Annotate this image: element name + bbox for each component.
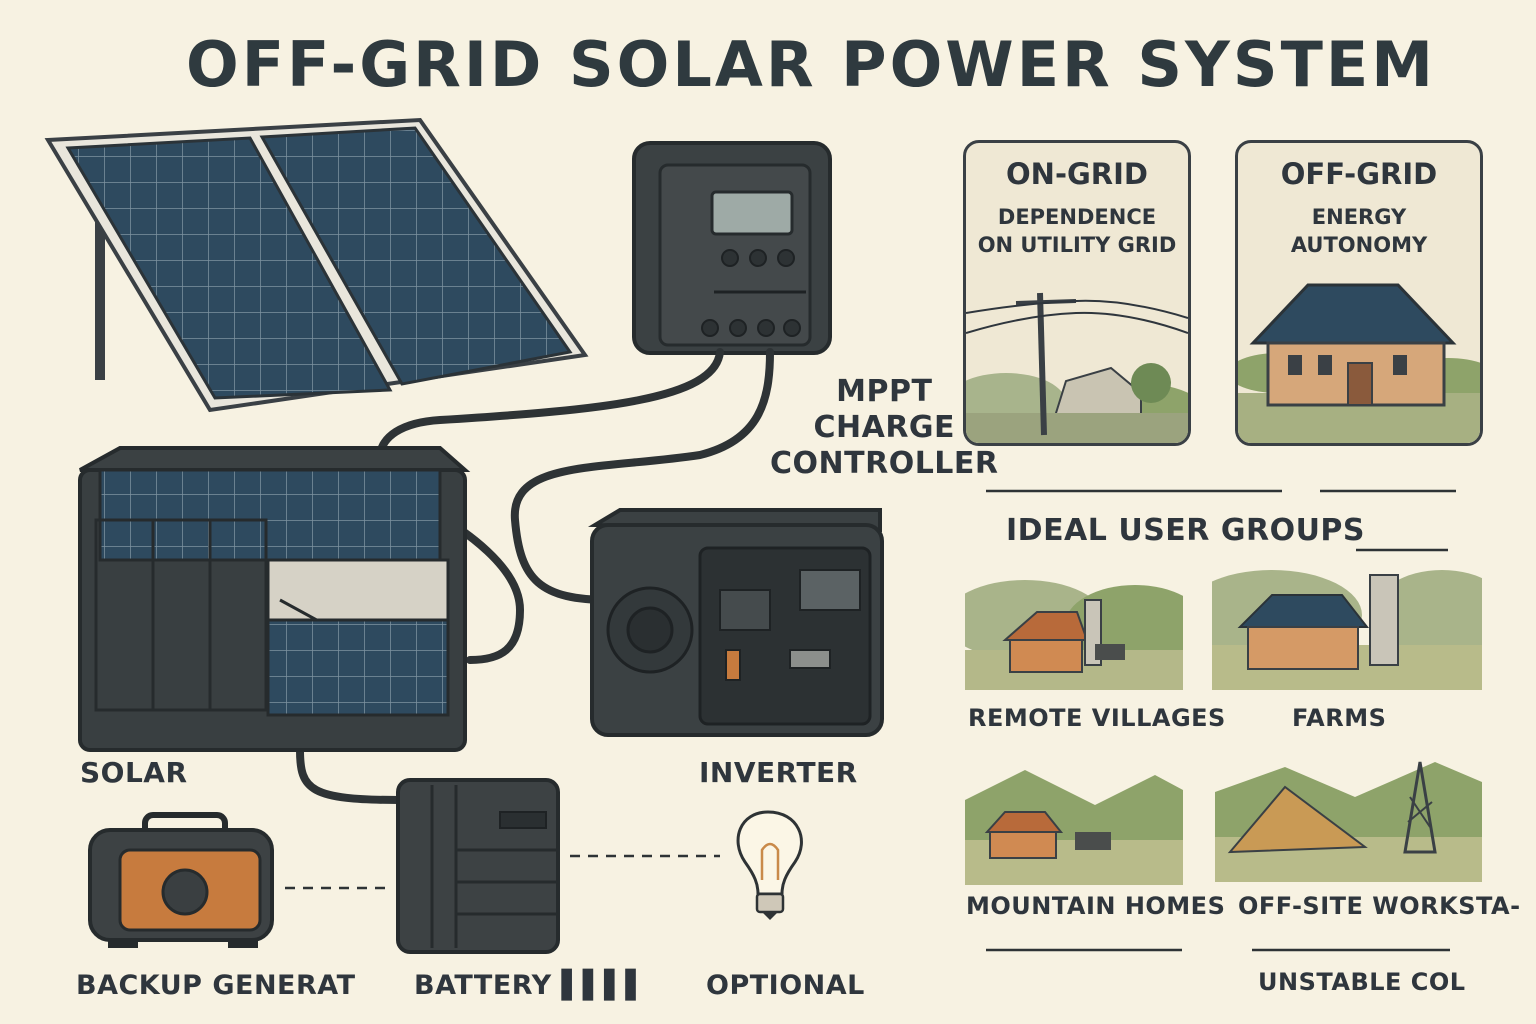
solar-label: SOLAR [80,756,188,789]
page-title: OFF-GRID SOLAR POWER SYSTEM [186,28,1436,101]
remote-villages-image [945,570,1205,690]
light-bulb-icon [736,810,803,920]
on-grid-caption: DEPENDENCE ON UTILITY GRID [977,205,1177,257]
inverter-label: INVERTER [699,756,858,789]
inverter-device [587,508,884,737]
off-grid-heading: OFF-GRID [1280,157,1438,191]
on-grid-card: ON-GRID DEPENDENCE ON UTILITY GRID [963,140,1191,446]
solar-house-scene [1238,283,1480,443]
off-grid-caption: ENERGY AUTONOMY [1290,205,1428,257]
optional-label: OPTIONAL [706,970,865,1001]
farms-image [1182,565,1512,690]
backup-generator-device [88,812,274,948]
user-groups-footer: UNSTABLE COL [1258,968,1466,996]
backup-generator-label: BACKUP GENERAT [76,970,356,1001]
off-grid-card: OFF-GRID ENERGY AUTONOMY [1235,140,1483,446]
mountain-homes-image [965,760,1183,885]
user-groups-heading: IDEAL USER GROUPS [1006,513,1366,548]
user-group-label: OFF-SITE WORKSTA- [1238,892,1521,920]
user-group-label: REMOTE VILLAGES [968,704,1226,732]
battery-label: BATTERY ▌▌▌▌ [414,970,647,1001]
solar-panel-array [44,117,589,413]
charge-controller-label: MPPT CHARGE CONTROLLER [770,374,999,481]
off-site-workstations-image [1215,752,1482,882]
user-group-label: MOUNTAIN HOMES [966,892,1226,920]
utility-pole-scene [966,292,1188,443]
solar-battery-bank [78,446,471,752]
user-group-label: FARMS [1292,704,1387,732]
battery-device [396,778,560,954]
charge-controller-device [632,141,832,355]
on-grid-heading: ON-GRID [1006,157,1148,191]
